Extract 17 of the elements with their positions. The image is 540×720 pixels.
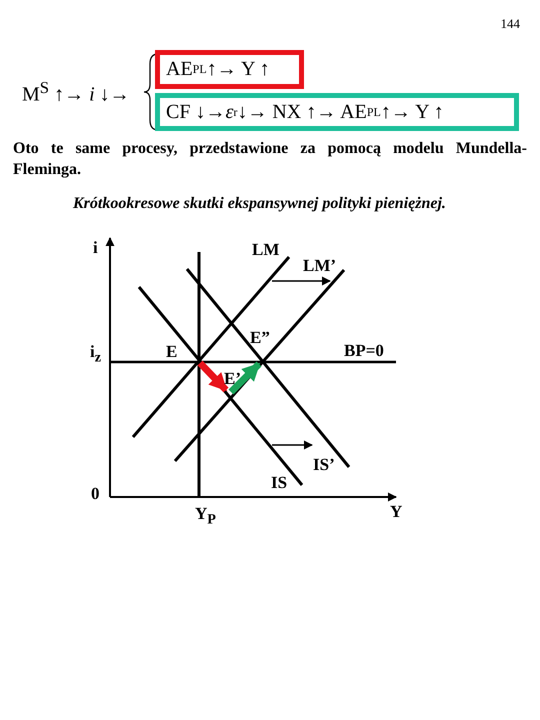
chart-heading: Krótkookresowe skutki ekspansywnej polityki pieniężnej. <box>73 195 446 213</box>
page-number: 144 <box>500 16 520 32</box>
curve-label: LM’ <box>303 256 336 276</box>
axis-label: i <box>93 238 98 258</box>
tick-label: i$_{z}$ <box>90 342 102 366</box>
curve-label: IS <box>271 473 288 493</box>
point-label: E’ <box>224 369 241 389</box>
curve-label: IS’ <box>313 455 335 475</box>
point-label: E <box>166 342 178 362</box>
tick-label: Y$_{P}$ <box>195 504 216 528</box>
curve-label: LM <box>252 240 280 260</box>
curve-label: BP=0 <box>344 341 384 361</box>
axis-label: Y <box>390 502 402 522</box>
point-label: E” <box>250 328 270 348</box>
paragraph: Oto te same procesy, przedstawione za pomocą modelu Mundella-Fleminga. <box>13 139 527 180</box>
formula-text: M$^{S}$ ↑→ i ↓→ <box>22 78 130 107</box>
tick-label: 0 <box>91 484 100 504</box>
